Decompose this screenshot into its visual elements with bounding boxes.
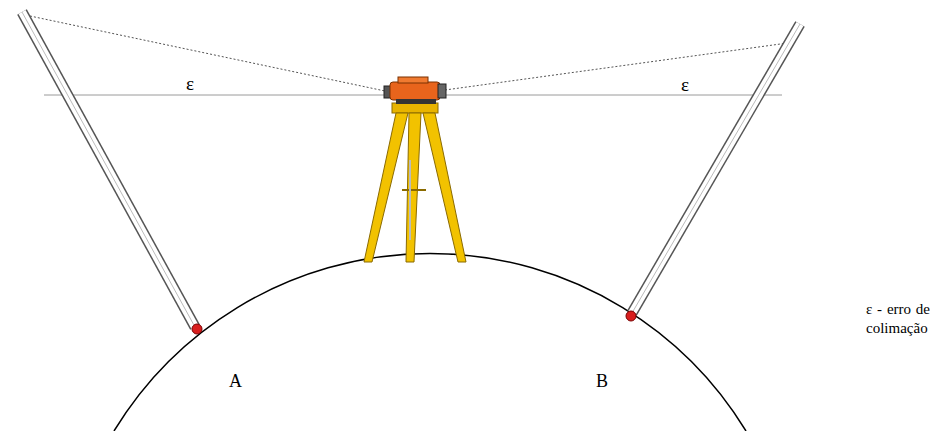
staff-rod (22, 12, 195, 327)
sight-line (445, 42, 795, 90)
horizontal-line (445, 95, 782, 96)
angle-symbol: ε (681, 75, 689, 94)
point-marker (626, 311, 636, 321)
point-label: A (229, 372, 242, 390)
sight-line (30, 16, 385, 91)
horizontal-line (44, 95, 385, 96)
staff-rod (632, 24, 800, 313)
tripod (364, 103, 466, 262)
level-instrument (384, 77, 446, 104)
point-marker (192, 324, 202, 334)
legend-note: ε - erro de colimação (866, 300, 930, 338)
point-label: B (596, 372, 608, 390)
angle-symbol: ε (186, 74, 194, 93)
